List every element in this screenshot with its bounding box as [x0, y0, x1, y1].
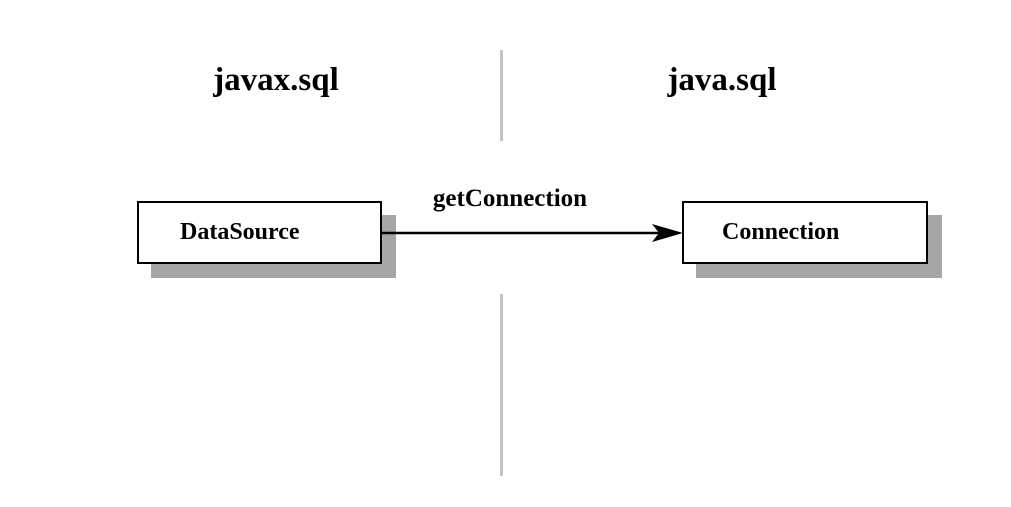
datasource-class-box: DataSource [137, 201, 382, 264]
package-label-javax-sql: javax.sql [213, 62, 339, 98]
datasource-class-label: DataSource [180, 219, 300, 245]
getconnection-label: getConnection [432, 185, 588, 212]
package-divider-top [500, 50, 503, 141]
getconnection-arrow [380, 224, 683, 242]
arrowhead-icon [652, 224, 683, 242]
connection-class-box: Connection [682, 201, 928, 264]
package-label-java-sql: java.sql [667, 62, 777, 98]
package-divider-bottom [500, 294, 503, 476]
connection-class-label: Connection [722, 219, 840, 245]
